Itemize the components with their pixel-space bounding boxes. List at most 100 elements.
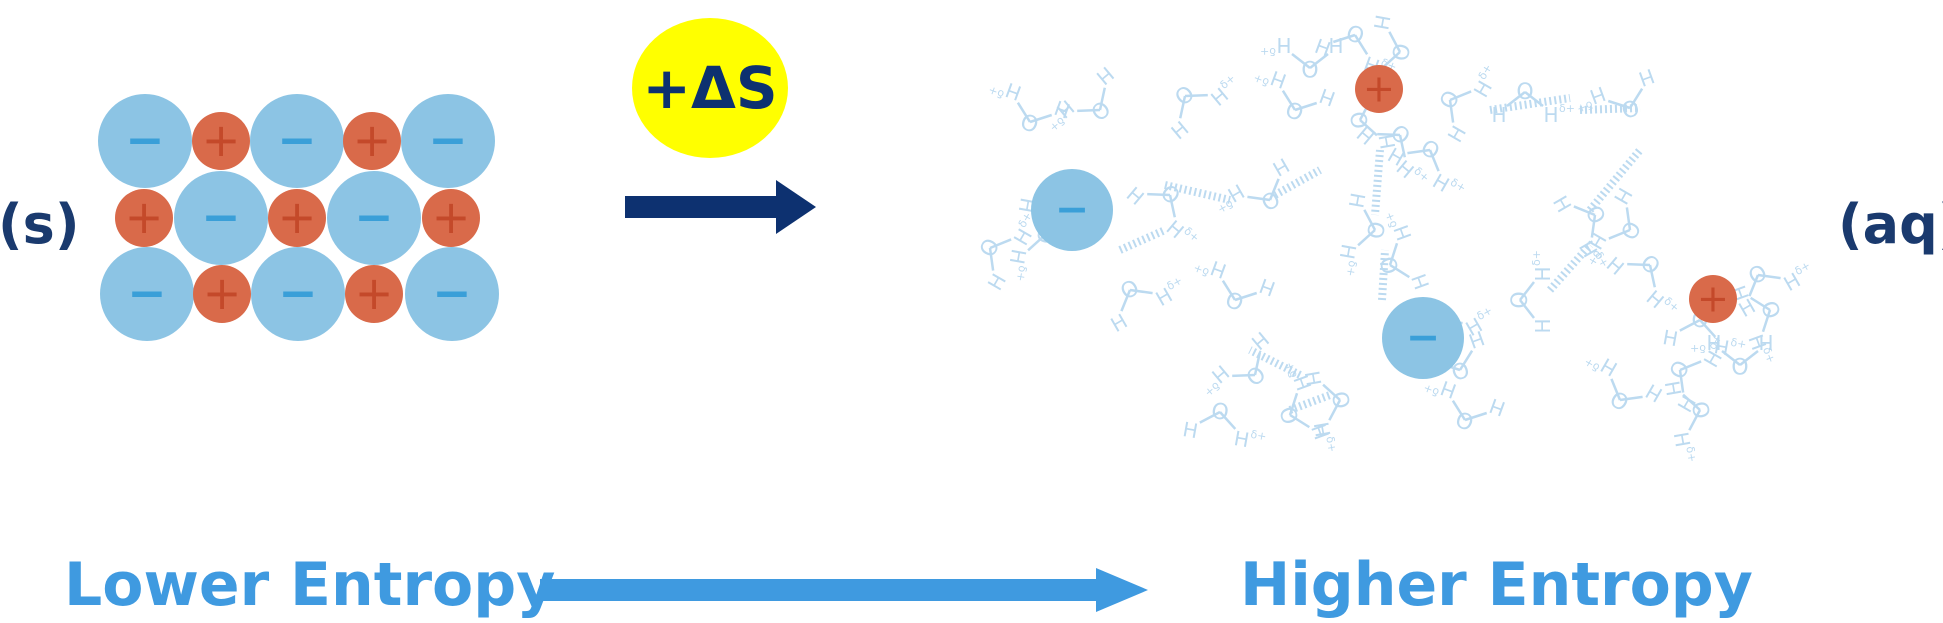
oxygen-atom: O [1686,399,1714,420]
hydrogen-atom: H [1005,247,1031,266]
oxygen-atom: O [1283,95,1308,124]
water-bond [1625,207,1632,231]
water-bond [1590,214,1597,238]
water-bond [1232,373,1256,378]
water-bond [1328,399,1342,421]
hydrogen-atom: H [1092,62,1119,90]
hydrogen-atom: H [1491,103,1506,127]
partial-charge: δ+ [1191,261,1210,279]
water-bond [1464,411,1488,422]
hydrogen-atom: H [983,270,1011,295]
hydrogen-atom: H [1122,182,1149,210]
hydrogen-atom: H [1443,122,1471,147]
lower-entropy-label: Lower Entropy [64,550,555,620]
hydrogen-bond [1273,166,1322,199]
water-bond [989,238,1012,250]
oxygen-atom: O [1376,252,1405,277]
oxygen-atom: O [1085,94,1114,124]
cation: + [1689,275,1737,323]
anion: − [405,247,499,341]
water-bond [1388,242,1399,266]
water-bond [1219,411,1237,430]
anion-charge: − [277,113,316,168]
water-bond [1682,393,1701,411]
hydrogen-atom: H [1276,33,1291,57]
anion-circle [100,247,194,341]
partial-charge: δ+ [1344,259,1360,277]
partial-charge: δ+ [1421,381,1440,399]
oxygen-atom: O [1347,109,1375,130]
water-bond [1608,228,1631,240]
water-bond [1699,319,1717,338]
cation-circle [115,189,173,247]
hydrogen-atom: H [1465,326,1487,354]
water-bond [1524,91,1544,107]
water-bond [1098,87,1107,111]
oxygen-atom: O [1508,291,1533,308]
water-bond [1253,352,1262,376]
hydrogen-atom: H [1407,270,1435,292]
anion-circle [98,94,192,188]
water-bond [1359,119,1378,137]
water-bond [1761,309,1772,333]
water-bond [1147,192,1171,197]
anion: − [250,94,344,188]
oxygen-atom: O [1240,359,1269,389]
water-bond [1016,102,1032,123]
oxygen-atom: O [1755,298,1784,323]
partial-charge: δ+ [1729,336,1747,352]
water-bond [1281,90,1297,111]
cation-charge: + [1363,66,1395,111]
water-bond [1168,194,1177,218]
arrow-right-icon [540,568,1148,612]
water-bond [1294,101,1318,112]
anion-charge: − [428,113,467,168]
hydrogen-atom: H [1166,116,1193,144]
cation: + [115,189,173,247]
hydrogen-bond [1288,391,1332,414]
hydrogen-atom: H [1256,273,1278,301]
oxygen-atom: O [1223,285,1248,314]
oxygen-atom: O [1342,21,1367,50]
partial-charge: δ+ [1260,45,1276,58]
anion: − [98,94,192,188]
cation-circle [192,112,250,170]
water-bond [1077,108,1101,113]
hydrogen-atom: H [1706,330,1721,354]
water-bond [1353,34,1369,55]
water-bond [1288,392,1299,416]
ionic-crystal-lattice: −−−++−−+++−−−++ [98,94,499,341]
hydrogen-atom: H [1669,430,1695,449]
entropy-change-label: +ΔS [642,54,777,122]
higher-entropy-label: Higher Entropy [1240,550,1753,620]
water-bond [1648,264,1657,288]
anion: − [251,247,345,341]
hydrogen-bond [1586,147,1644,213]
water-bond [1688,409,1702,431]
water-bond [1619,395,1643,402]
cation: + [343,112,401,170]
water-bond [988,247,995,271]
oxygen-atom: O [1614,216,1644,244]
water-bond [1519,299,1535,319]
anion: − [401,94,495,188]
water-bond [1389,263,1410,279]
hydrogen-atom: H [1661,325,1680,351]
anion-charge: − [201,190,240,245]
cation-circle [268,189,326,247]
partial-charge: δ+ [1559,102,1575,115]
hydrogen-atom: H [1316,83,1338,111]
water-bond [1398,134,1407,158]
anion-charge: − [1406,313,1440,361]
oxygen-atom: O [1606,384,1634,414]
